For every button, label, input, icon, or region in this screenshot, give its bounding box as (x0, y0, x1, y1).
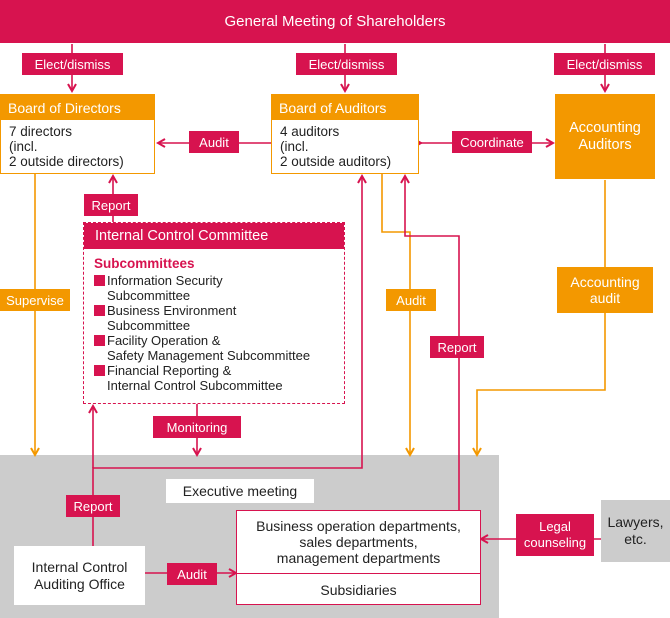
subcommittee-financial-reporting: Financial Reporting & Internal Control S… (94, 363, 344, 393)
audit-arrow-orange (381, 174, 410, 455)
elect-label-accounting: Elect/dismiss (554, 53, 655, 75)
audit-label-top: Audit (189, 131, 239, 153)
board-of-auditors-details: 4 auditors (incl. 2 outside auditors) (272, 120, 418, 173)
accounting-auditors: Accounting Auditors (555, 94, 655, 179)
subcommittees-heading: Subcommittees (94, 256, 195, 271)
subsidiaries: Subsidiaries (320, 581, 397, 598)
accounting-audit-arrow (477, 180, 606, 455)
board-of-directors-details: 7 directors (incl. 2 outside directors) (1, 120, 154, 173)
lawyers-box: Lawyers, etc. (601, 500, 670, 562)
report-label-office: Report (66, 495, 120, 517)
business-departments: Business operation departments, sales de… (236, 510, 481, 605)
report-arrow-right (405, 176, 460, 510)
board-of-auditors: Board of Auditors 4 auditors (incl. 2 ou… (271, 94, 419, 174)
report-label-right: Report (430, 336, 484, 358)
supervise-label: Supervise (0, 289, 70, 311)
report-label-committee: Report (84, 194, 138, 216)
coordinate-label: Coordinate (452, 131, 532, 153)
internal-control-auditing-office: Internal Control Auditing Office (14, 546, 145, 605)
business-departments-label: Business operation departments, sales de… (237, 511, 480, 574)
internal-control-committee: Internal Control Committee Subcommittees… (83, 222, 345, 404)
elect-label-directors: Elect/dismiss (22, 53, 123, 75)
executive-meeting: Executive meeting (166, 479, 314, 503)
subcommittee-facility-operation: Facility Operation & Safety Management S… (94, 333, 344, 363)
board-of-auditors-title: Board of Auditors (272, 95, 418, 120)
subcommittees-list: Subcommittees Information Security Subco… (84, 249, 344, 393)
board-of-directors: Board of Directors 7 directors (incl. 2 … (0, 94, 155, 174)
audit-label-office: Audit (167, 563, 217, 585)
subcommittee-information-security: Information Security Subcommittee (94, 273, 344, 303)
elect-label-auditors: Elect/dismiss (296, 53, 397, 75)
bullet-square-icon (94, 335, 105, 346)
accounting-audit-label: Accounting audit (557, 267, 653, 313)
internal-control-committee-title: Internal Control Committee (84, 223, 344, 249)
general-meeting-title: General Meeting of Shareholders (224, 13, 446, 30)
audit-label-orange: Audit (386, 289, 436, 311)
bullet-square-icon (94, 305, 105, 316)
bullet-square-icon (94, 275, 105, 286)
bullet-square-icon (94, 365, 105, 376)
general-meeting-bar: General Meeting of Shareholders (0, 0, 670, 43)
legal-counseling-label: Legal counseling (516, 514, 594, 556)
subcommittee-business-environment: Business Environment Subcommittee (94, 303, 344, 333)
board-of-directors-title: Board of Directors (1, 95, 154, 120)
monitoring-label: Monitoring (153, 416, 241, 438)
